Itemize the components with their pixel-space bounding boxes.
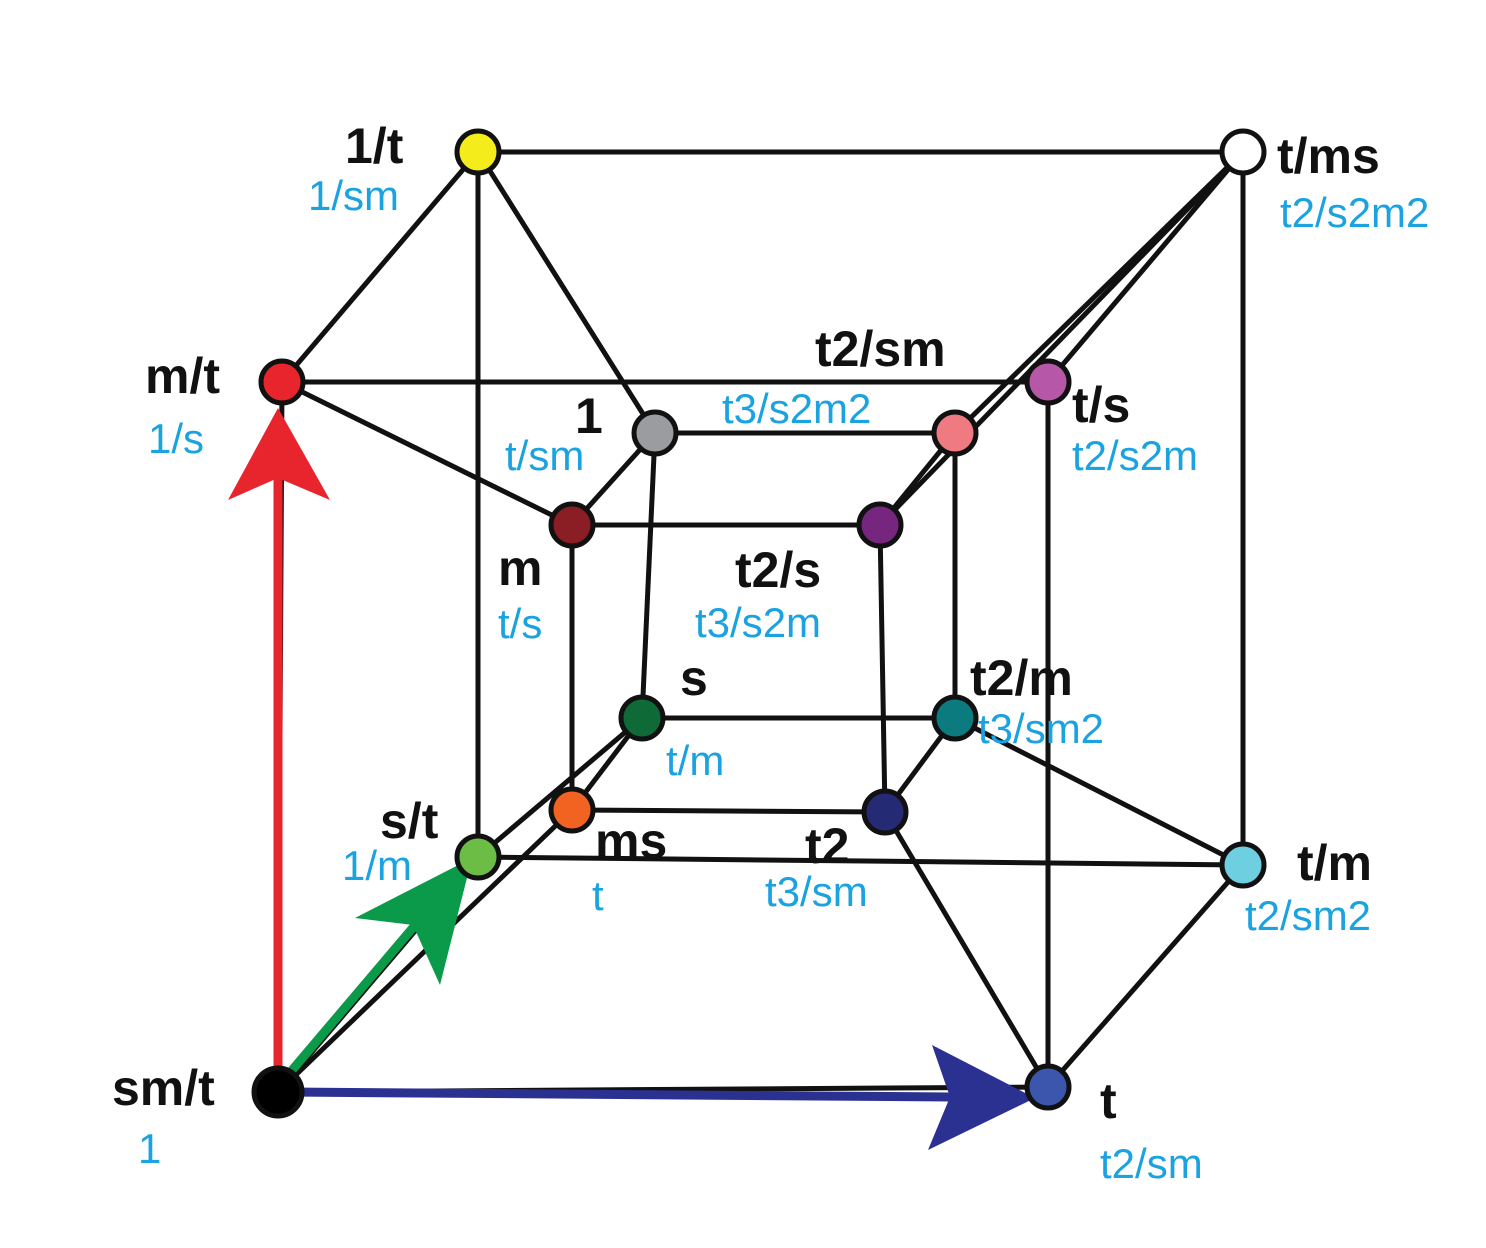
node-label-m: m	[498, 540, 542, 596]
node-alt-label-m_t: 1/s	[148, 415, 204, 462]
node-label-ms: ms	[595, 813, 667, 869]
node-label-one: 1	[575, 388, 603, 444]
node-alt-label-origin: 1	[138, 1125, 161, 1172]
node-alt-label-s_t: 1/m	[342, 842, 412, 889]
node-label-origin: sm/t	[112, 1060, 215, 1116]
arrow-depth-shaft	[278, 907, 432, 1085]
arrow-horizontal	[287, 1045, 1035, 1150]
arrow-vertical	[228, 408, 330, 1082]
edge-s_t-s	[476, 716, 644, 859]
node-labels: sm/t1tt2/smm/t1/s1/t1/smt/mst2/s2m2t/mt2…	[112, 118, 1429, 1187]
node-alt-label-m: t/s	[498, 600, 542, 647]
arrow-depth-head	[355, 858, 472, 985]
node-t2_sm	[931, 409, 979, 457]
node-alt-label-t2_m: t3/sm2	[978, 705, 1104, 752]
node-label-t_m: t/m	[1297, 835, 1372, 891]
node-one	[631, 409, 679, 457]
node-alt-label-one_t: 1/sm	[308, 172, 399, 219]
edge-t-t2	[882, 810, 1051, 1089]
edge-t_ms-t_s	[1046, 150, 1245, 384]
node-t2_s	[856, 501, 904, 549]
node-label-t_ms: t/ms	[1277, 128, 1380, 184]
node-alt-label-s: t/m	[666, 737, 724, 784]
node-ms	[548, 786, 596, 834]
node-t	[1024, 1063, 1072, 1111]
node-alt-label-t2: t3/sm	[765, 868, 868, 915]
node-m	[548, 501, 596, 549]
node-t_ms	[1219, 128, 1267, 176]
node-alt-label-t_m: t2/sm2	[1245, 892, 1371, 939]
node-label-t2: t2	[805, 818, 849, 874]
axis-arrows	[228, 408, 1035, 1150]
node-origin	[251, 1065, 305, 1119]
edge-m_t-m	[280, 379, 574, 528]
edge-s_t-t_m	[477, 854, 1244, 868]
node-m_t	[258, 358, 306, 406]
node-alt-label-t2_sm: t3/s2m2	[722, 385, 871, 432]
edge-m_t-one_t	[280, 150, 480, 384]
nodes	[251, 128, 1267, 1119]
arrow-horizontal-shaft	[287, 1087, 951, 1102]
node-label-t_s: t/s	[1072, 377, 1130, 433]
edges	[275, 149, 1246, 1095]
edge-one-s	[639, 432, 658, 719]
node-t_s	[1024, 358, 1072, 406]
node-alt-label-t2_s: t3/s2m	[695, 599, 821, 646]
node-label-s_t: s/t	[380, 793, 439, 849]
node-label-m_t: m/t	[145, 348, 220, 404]
node-alt-label-ms: t	[592, 872, 604, 919]
node-alt-label-t_s: t2/s2m	[1072, 432, 1198, 479]
node-t_m	[1219, 841, 1267, 889]
edge-t_ms-t2_s	[878, 150, 1245, 527]
node-alt-label-t_ms: t2/s2m2	[1280, 189, 1429, 236]
node-alt-label-one: t/sm	[505, 432, 584, 479]
edge-t_m-t2_m	[953, 715, 1245, 868]
edge-t-t_m	[1046, 863, 1245, 1089]
node-one_t	[454, 128, 502, 176]
node-label-t2_m: t2/m	[970, 650, 1073, 706]
edge-one_t-one	[475, 150, 658, 435]
node-t2_m	[931, 694, 979, 742]
node-label-t2_sm: t2/sm	[815, 321, 946, 377]
node-label-t: t	[1100, 1073, 1117, 1129]
node-label-s: s	[680, 650, 708, 706]
arrow-horizontal-head	[928, 1045, 1035, 1150]
node-alt-label-t: t2/sm	[1100, 1140, 1203, 1187]
node-label-t2_s: t2/s	[735, 542, 821, 598]
edge-ms-t2	[571, 807, 886, 815]
node-s	[618, 694, 666, 742]
edge-t2_s-t2	[877, 524, 888, 813]
node-label-one_t: 1/t	[345, 118, 404, 174]
node-s_t	[454, 833, 502, 881]
node-t2	[861, 788, 909, 836]
arrow-vertical-head	[228, 408, 330, 500]
arrow-depth	[278, 858, 472, 1085]
